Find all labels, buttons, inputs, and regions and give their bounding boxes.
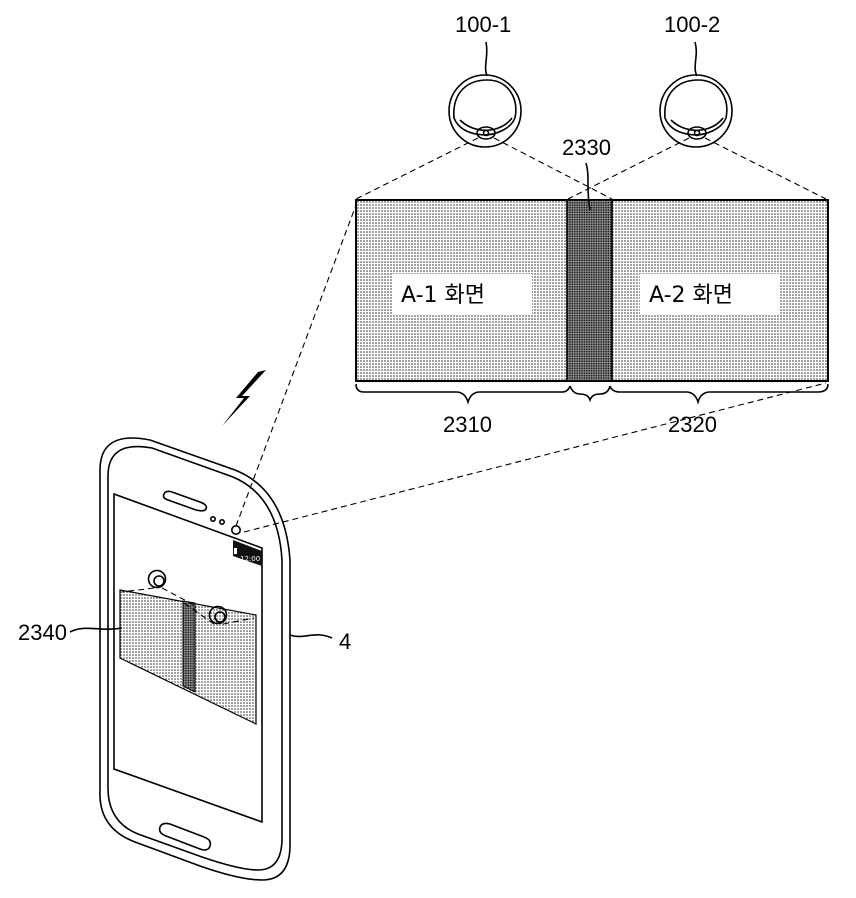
combined-screen: A-1 화면 A-2 화면 2330 bbox=[355, 135, 829, 382]
camera-icon bbox=[147, 569, 167, 589]
phone-clock: 12:00 bbox=[240, 555, 260, 563]
screen-2-label: A-2 화면 bbox=[649, 283, 733, 308]
region-2-label: 2320 bbox=[668, 412, 717, 437]
camera-icon bbox=[208, 605, 228, 625]
overlap-brace bbox=[569, 385, 611, 403]
phone-preview-callout: 2340 bbox=[18, 620, 123, 645]
phone-preview bbox=[119, 569, 257, 725]
phone-preview-label: 2340 bbox=[18, 620, 67, 645]
camera-2-leader-line bbox=[694, 41, 698, 77]
camera-1-label: 100-1 bbox=[455, 12, 511, 37]
screen-1-label-bg bbox=[392, 274, 532, 314]
screen-1-label: A-1 화면 bbox=[401, 283, 485, 308]
phone-sensor bbox=[210, 515, 217, 522]
camera-icon bbox=[659, 74, 733, 148]
phone-preview-overlap bbox=[182, 600, 196, 693]
camera-1: 100-1 bbox=[448, 12, 522, 148]
phone-home-button bbox=[158, 822, 212, 851]
overlap-leader-line bbox=[585, 162, 591, 211]
overlap-region bbox=[566, 199, 613, 382]
region-1-brace: 2310 bbox=[355, 383, 571, 437]
phone-speaker bbox=[162, 490, 208, 512]
smartphone-icon: 12:00 bbox=[99, 437, 291, 881]
camera-icon bbox=[448, 74, 522, 148]
phone-bezel bbox=[107, 445, 283, 871]
region-1-label: 2310 bbox=[443, 412, 492, 437]
camera-2-label: 100-2 bbox=[664, 12, 720, 37]
phone-body bbox=[99, 437, 291, 881]
camera-1-leader-line bbox=[484, 41, 488, 77]
overlap-region-label: 2330 bbox=[562, 135, 611, 160]
phone-sensor bbox=[219, 518, 226, 525]
phone-status-bar bbox=[233, 540, 262, 566]
wireless-signal-icon bbox=[222, 370, 266, 426]
phone-preview-leader-line bbox=[69, 627, 123, 633]
phone-leader-line bbox=[289, 634, 333, 639]
battery-icon bbox=[234, 548, 237, 554]
camera-2: 100-2 bbox=[659, 12, 733, 148]
phone-display bbox=[113, 492, 263, 824]
phone-projection-lines bbox=[235, 204, 827, 533]
phone-front-camera-icon bbox=[231, 524, 242, 535]
region-2-brace: 2320 bbox=[609, 383, 829, 437]
phone-callout: 4 bbox=[289, 629, 351, 654]
phone-label: 4 bbox=[339, 629, 351, 654]
screen-2-label-bg bbox=[640, 274, 780, 314]
